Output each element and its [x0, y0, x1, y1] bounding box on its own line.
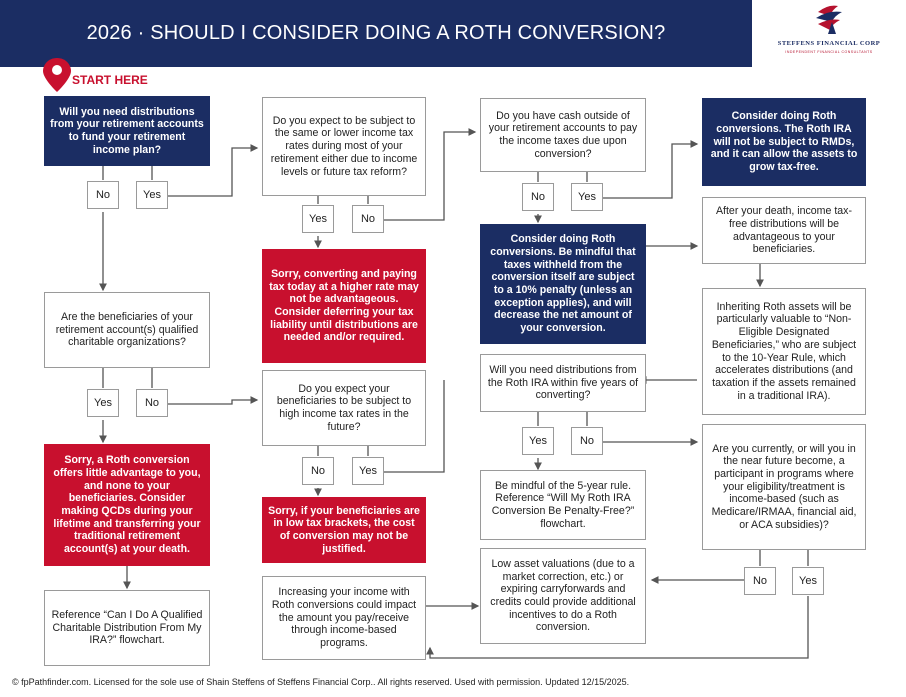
note-inheriting-roth: Inheriting Roth assets will be particula… — [702, 288, 866, 415]
consider-no-rmds: Consider doing Roth conversions. The Rot… — [702, 98, 866, 186]
q3-yes-button[interactable]: Yes — [302, 205, 334, 233]
q7-yes-button[interactable]: Yes — [792, 567, 824, 595]
result-qcd: Sorry, a Roth conversion offers little a… — [44, 444, 210, 566]
logo-name: STEFFENS FINANCIAL CORP — [777, 40, 881, 47]
q2-yes-button[interactable]: Yes — [87, 389, 119, 417]
consider-withheld-penalty: Consider doing Roth conversions. Be mind… — [480, 224, 646, 344]
logo: STEFFENS FINANCIAL CORP INDEPENDENT FINA… — [752, 0, 906, 67]
note-low-valuations: Low asset valuations (due to a market co… — [480, 548, 646, 644]
start-label: START HERE — [72, 73, 148, 87]
result-low-brackets: Sorry, if your beneficiaries are in low … — [262, 497, 426, 563]
logo-tagline: INDEPENDENT FINANCIAL CONSULTANTS — [785, 50, 873, 54]
q1-yes-button[interactable]: Yes — [136, 181, 168, 209]
q5-yes-button[interactable]: Yes — [571, 183, 603, 211]
q1-no-button[interactable]: No — [87, 181, 119, 209]
q4-no-button[interactable]: No — [302, 457, 334, 485]
q7-no-button[interactable]: No — [744, 567, 776, 595]
q-cash-outside: Do you have cash outside of your retirem… — [480, 98, 646, 172]
footer-copyright: © fpPathfinder.com. Licensed for the sol… — [12, 677, 630, 687]
q-charitable-beneficiaries: Are the beneficiaries of your retirement… — [44, 292, 210, 368]
ref-qcd-flowchart: Reference “Can I Do A Qualified Charitab… — [44, 590, 210, 666]
note-5-year-rule: Be mindful of the 5-year rule. Reference… — [480, 470, 646, 540]
q4-yes-button[interactable]: Yes — [352, 457, 384, 485]
q3-no-button[interactable]: No — [352, 205, 384, 233]
eagle-flag-icon — [816, 5, 842, 34]
q-income-based-programs: Are you currently, or will you in the ne… — [702, 424, 866, 550]
q2-no-button[interactable]: No — [136, 389, 168, 417]
q-same-lower-tax: Do you expect to be subject to the same … — [262, 97, 426, 196]
page-title: 2026 · SHOULD I CONSIDER DOING A ROTH CO… — [86, 22, 666, 44]
header-bar: 2026 · SHOULD I CONSIDER DOING A ROTH CO… — [0, 0, 752, 67]
q-need-roth-distributions: Will you need distributions from the Rot… — [480, 354, 646, 412]
q6-no-button[interactable]: No — [571, 427, 603, 455]
q-need-distributions: Will you need distributions from your re… — [44, 96, 210, 166]
q5-no-button[interactable]: No — [522, 183, 554, 211]
q6-yes-button[interactable]: Yes — [522, 427, 554, 455]
map-pin-icon — [43, 58, 71, 92]
note-after-death: After your death, income tax-free distri… — [702, 197, 866, 264]
q-beneficiaries-high-tax: Do you expect your beneficiaries to be s… — [262, 370, 426, 446]
note-income-based: Increasing your income with Roth convers… — [262, 576, 426, 660]
result-higher-rate: Sorry, converting and paying tax today a… — [262, 249, 426, 363]
